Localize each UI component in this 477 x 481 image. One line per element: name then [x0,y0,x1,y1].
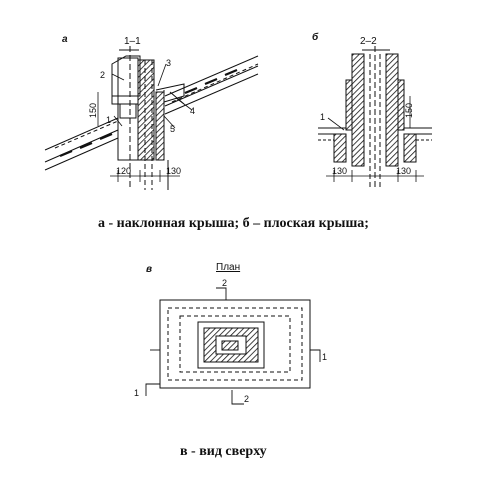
flat-roof-slab [318,127,432,163]
dim-a-130: 130 [166,166,181,176]
figure-a-letter: а [62,34,68,45]
figure-b-section-mark: 2–2 [360,36,377,47]
callout-b-1: 1 [320,112,325,122]
callout-1: 1 [106,115,111,125]
caption-bottom: в - вид сверху [180,444,267,459]
cut-mark-2-top: 2 [222,278,227,288]
figure-b-flat-roof: б 2–2 1 150 [312,31,432,190]
callout-5: 5 [170,124,175,134]
cut-mark-1-right: 1 [322,352,327,362]
chimney-outline [197,321,265,369]
cut-mark-1-left: 1 [134,388,139,398]
roof-outline [159,299,311,389]
figure-a-section-mark: 1–1 [124,36,141,47]
figure-b-letter: б [312,31,319,43]
cut-mark-2-bottom: 2 [244,394,249,404]
chimney-section [345,53,405,190]
chimney-cap [111,55,141,119]
dim-b-130-left: 130 [332,166,347,176]
dim-a-150: 150 [88,103,98,118]
figure-v-title: План [216,262,240,273]
dim-b-130-right: 130 [396,166,411,176]
flashing [155,83,185,103]
roof-slab [44,55,259,171]
caption-top: а - наклонная крыша; б – плоская крыша; [98,216,369,231]
flashing-outline [167,307,303,381]
callout-4: 4 [190,106,195,116]
dim-a-120: 120 [116,166,131,176]
callout-3: 3 [166,58,171,68]
chimney-body [117,57,169,190]
figure-v-letter: в [146,264,152,275]
figure-a-sloped-roof: а 1–1 [44,34,259,190]
figure-v-plan: в План 2 2 1 1 [134,262,327,405]
dim-b-150: 150 [404,103,414,118]
callout-2: 2 [100,70,105,80]
